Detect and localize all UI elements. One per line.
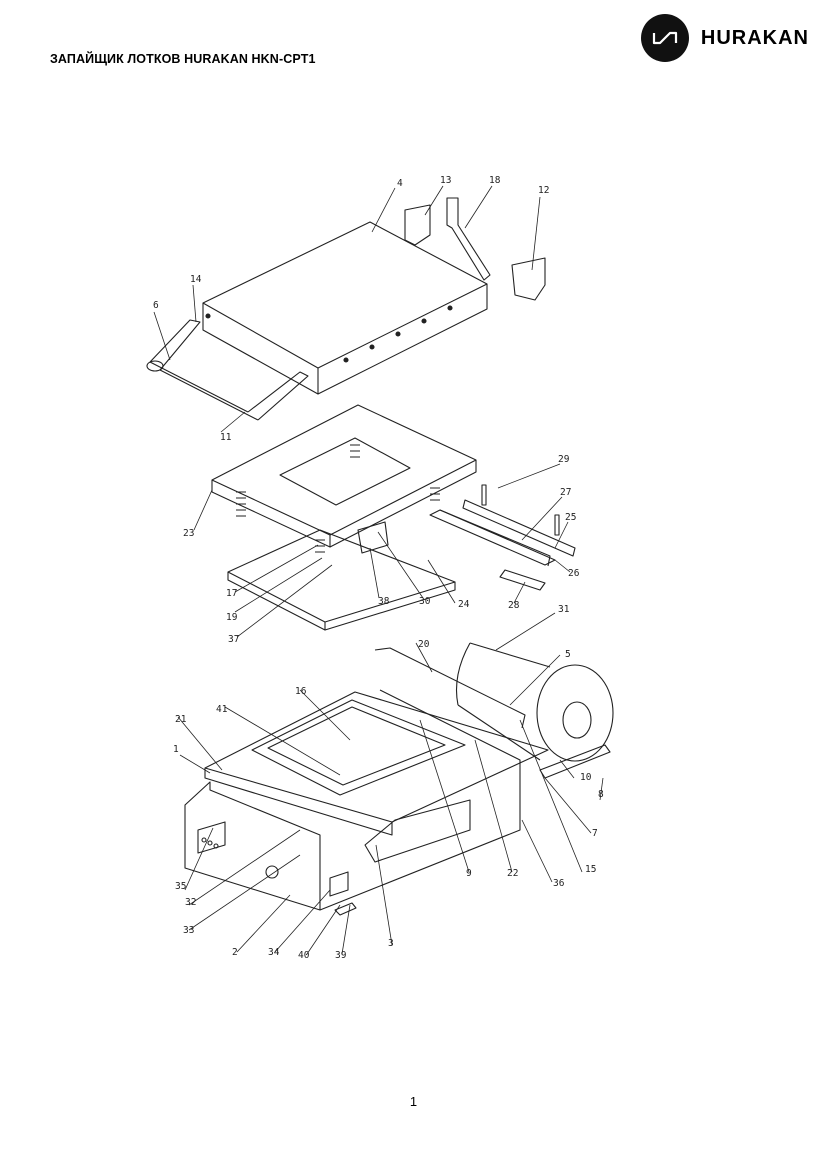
page-number: 1	[409, 1094, 418, 1109]
callout-label: 29	[558, 454, 570, 465]
document-title: ЗАПАЙЩИК ЛОТКОВ HURAKAN HKN-CPT1	[50, 52, 316, 66]
callout-label: 18	[489, 175, 501, 186]
callout-label: 41	[216, 704, 228, 715]
callout-label: 17	[226, 588, 237, 599]
callout-label: 11	[220, 432, 232, 443]
callout-label: 36	[553, 878, 565, 889]
callout-label: 38	[378, 596, 390, 607]
callout-label: 30	[419, 596, 431, 607]
callout-label: 2	[232, 947, 238, 958]
heating-frame	[211, 404, 477, 553]
callout-label: 12	[538, 185, 549, 196]
callout-label: 26	[568, 568, 580, 579]
callout-label: 28	[508, 600, 520, 611]
callout-label: 15	[585, 864, 596, 875]
callout-label: 6	[153, 300, 159, 311]
callout-label: 34	[268, 947, 280, 958]
callout-labels: 4 13 18 12 14 6 11 29 27 25 23 26 17 19 …	[153, 175, 604, 961]
brand-block: HURAKAN	[640, 14, 809, 62]
callout-label: 35	[175, 881, 186, 892]
callout-label: 19	[226, 612, 238, 623]
callout-label: 13	[440, 175, 451, 186]
callout-label: 24	[458, 599, 470, 610]
callout-label: 14	[190, 274, 202, 285]
callout-label: 7	[592, 828, 598, 839]
lid-assembly	[146, 197, 546, 421]
callout-label: 10	[580, 772, 592, 783]
cutter-assembly	[429, 484, 576, 591]
callout-label: 16	[295, 686, 307, 697]
callout-label: 32	[185, 897, 196, 908]
callout-label: 1	[173, 744, 179, 755]
film-roll	[455, 642, 614, 762]
hurakan-logo-icon	[640, 14, 689, 62]
callout-label: 20	[418, 639, 430, 650]
callout-label: 25	[565, 512, 576, 523]
callout-label: 40	[298, 950, 310, 961]
callout-label: 4	[397, 178, 403, 189]
callout-label: 39	[335, 950, 347, 961]
callout-label: 23	[183, 528, 194, 539]
callout-label: 31	[558, 604, 570, 615]
callout-label: 9	[466, 868, 472, 879]
callout-label: 3	[388, 938, 394, 949]
brand-name: HURAKAN	[700, 26, 809, 49]
callout-label: 22	[507, 868, 518, 879]
leader-lines	[153, 185, 604, 955]
base-plate	[227, 521, 456, 631]
callout-label: 37	[228, 634, 239, 645]
callout-label: 21	[175, 714, 187, 725]
callout-label: 5	[565, 649, 571, 660]
main-body	[184, 647, 611, 916]
callout-label: 33	[183, 925, 194, 936]
callout-label: 8	[598, 789, 604, 800]
callout-label: 27	[560, 487, 571, 498]
